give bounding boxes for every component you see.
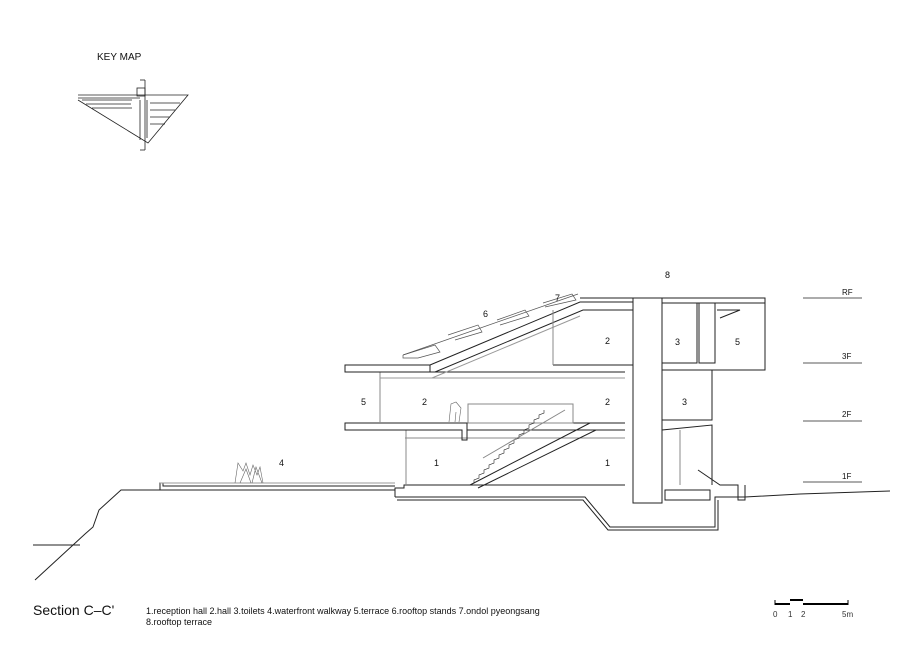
waterfront-walkway [159,482,395,491]
people-figures [234,401,462,484]
section-title: Section C–C' [33,602,115,618]
label-toilets-2f: 3 [682,397,688,407]
label-rooftop-terrace: 8 [665,270,671,280]
label-hall-2f-left: 2 [422,397,428,407]
label-ondol: 7 [555,293,561,303]
legend-line-1: 1.reception hall 2.hall 3.toilets 4.wate… [146,606,540,616]
label-hall-3f: 2 [605,336,611,346]
scale-tick-2: 2 [801,610,806,619]
legend-line-2: 8.rooftop terrace [146,617,213,627]
level-2f: 2F [842,410,852,419]
scale-bar [774,599,849,605]
label-terrace-3f: 5 [735,337,741,347]
key-map-drawing [77,79,189,151]
label-reception-left: 1 [434,458,440,468]
level-rf: RF [842,288,853,297]
scale-tick-1: 1 [788,610,793,619]
building-section [344,293,766,531]
label-toilets-3f: 3 [675,337,681,347]
level-3f: 3F [842,352,852,361]
scale-tick-0: 0 [773,610,778,619]
label-reception-right: 1 [605,458,611,468]
key-map-title: KEY MAP [97,52,142,63]
rooftop-stands [402,293,579,359]
level-1f: 1F [842,472,852,481]
level-lines [803,297,862,483]
terrain [33,489,891,581]
label-hall-2f-right: 2 [605,397,611,407]
scale-tick-5m: 5m [842,610,854,619]
label-terrace-2f: 5 [361,397,367,407]
label-walkway: 4 [279,458,285,468]
label-rooftop-stands: 6 [483,309,489,319]
